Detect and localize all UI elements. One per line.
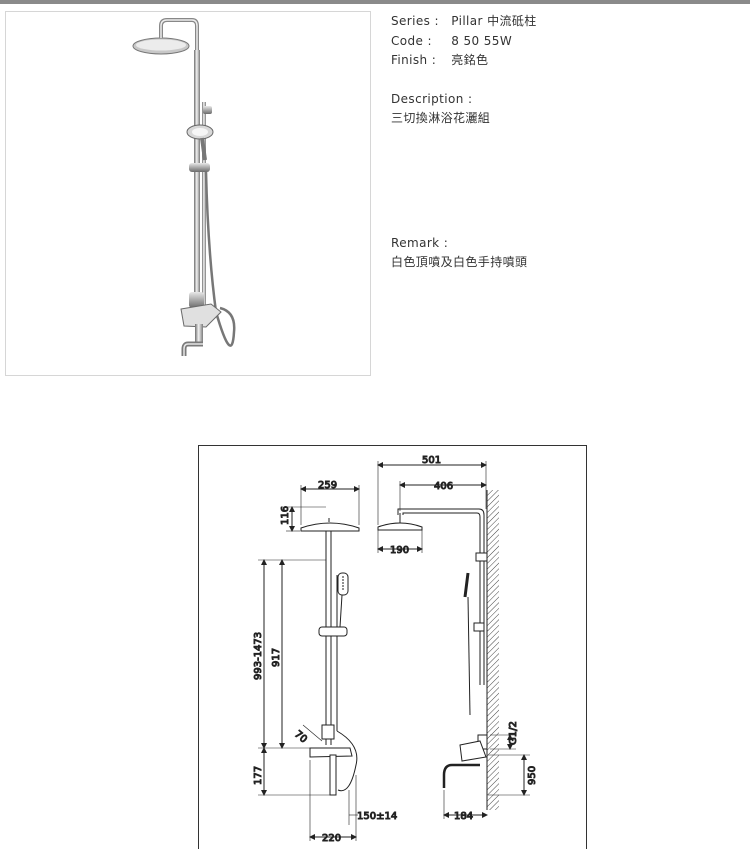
description-label: Description :: [391, 92, 473, 106]
dim-177: 177: [253, 766, 264, 785]
remark-label: Remark :: [391, 236, 449, 250]
dim-501: 501: [422, 455, 441, 466]
front-view: [258, 485, 360, 841]
finish-label: Finish :: [391, 53, 437, 67]
shower-column-illustration: [132, 18, 236, 356]
side-view: [377, 461, 530, 819]
top-bar: [0, 0, 750, 4]
finish-value: 亮銘色: [451, 53, 489, 67]
dim-116: 116: [280, 506, 291, 525]
dim-g12: G1/2: [508, 721, 519, 745]
dim-184: 184: [454, 811, 473, 822]
dim-259: 259: [318, 480, 337, 491]
dim-190: 190: [390, 545, 409, 556]
dim-406: 406: [434, 481, 453, 492]
remark-value: 白色頂噴及白色手持噴頭: [391, 255, 528, 269]
dim-917: 917: [271, 648, 282, 667]
dim-993-1473: 993-1473: [253, 632, 264, 680]
series-label: Series :: [391, 14, 439, 28]
code-label: Code :: [391, 33, 432, 48]
product-info: Series : Pillar 中流砥柱 Code : 8 50 55W Fin…: [391, 12, 731, 269]
dim-150: 150±14: [357, 811, 397, 822]
product-photo: [5, 11, 371, 376]
finish-row: Finish : 亮銘色: [391, 51, 731, 71]
dim-70: 70: [292, 729, 309, 746]
dim-950: 950: [527, 766, 538, 785]
series-value: Pillar 中流砥柱: [451, 14, 537, 28]
code-row: Code : 8 50 55W: [391, 32, 731, 52]
description-value: 三切換淋浴花灑組: [391, 111, 491, 125]
technical-drawing: 259 116 993-1473 917 70 177 150±14 220 5…: [198, 445, 588, 849]
series-row: Series : Pillar 中流砥柱: [391, 12, 731, 32]
code-value: 8 50 55W: [451, 33, 513, 48]
dim-220: 220: [322, 833, 341, 844]
drawing-frame: [198, 445, 587, 849]
